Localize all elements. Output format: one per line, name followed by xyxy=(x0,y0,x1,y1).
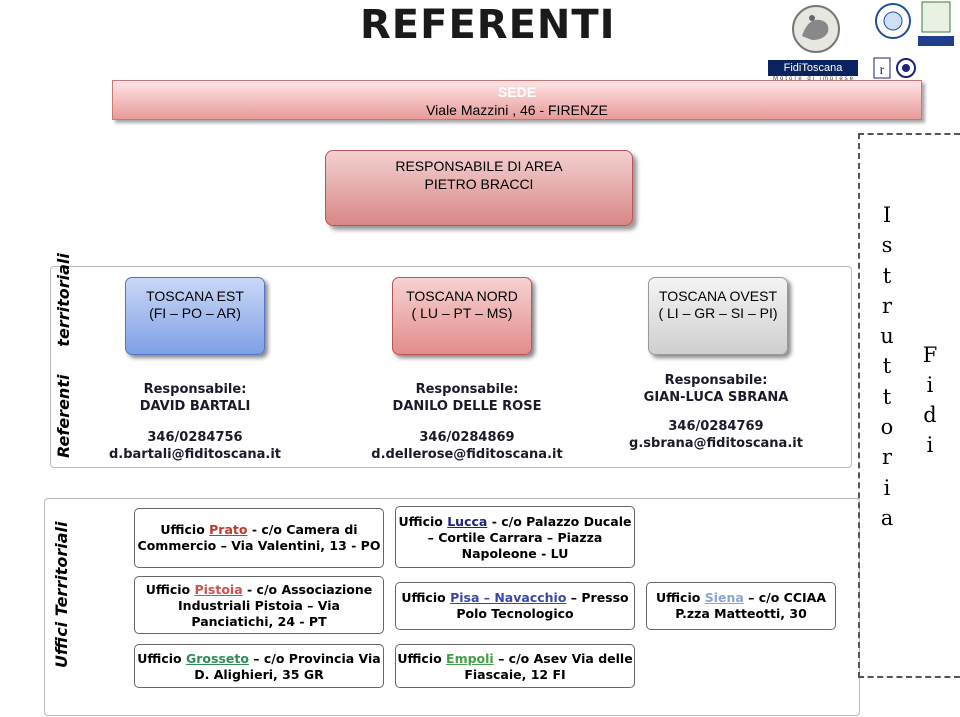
istruttoria-letter: r xyxy=(881,445,893,470)
resp-email[interactable]: g.sbrana@fiditoscana.it xyxy=(629,436,803,451)
sincert-logo-icon xyxy=(918,1,954,46)
sede-label: SEDE xyxy=(497,84,537,100)
region-toscana-ovest: TOSCANA OVEST ( LI – GR – SI – PI) xyxy=(648,277,788,355)
istruttoria-letter: u xyxy=(880,324,894,349)
office-prato: Ufficio Prato - c/o Camera di Commercio … xyxy=(134,508,384,568)
referenti-territoriali-label: Referenti territoriali xyxy=(54,253,73,458)
office-address: - c/o Camera di Commercio – Via Valentin… xyxy=(137,522,381,553)
office-city-link[interactable]: Grosseto xyxy=(186,651,249,666)
istruttoria-letter: o xyxy=(880,415,894,440)
region-provinces: (FI – PO – AR) xyxy=(149,305,241,321)
resp-label: Responsabile: xyxy=(664,373,768,388)
office-address: - c/o Associazione Industriali Pistoia –… xyxy=(178,582,373,629)
office-prefix: Ufficio xyxy=(655,590,705,605)
office-pisa: Ufficio Pisa – Navacchio – Presso Polo T… xyxy=(395,582,635,630)
office-prefix: Ufficio xyxy=(137,651,186,666)
referenti-group xyxy=(50,266,852,468)
region-provinces: ( LU – PT – MS) xyxy=(411,305,513,321)
istruttoria-letter: t xyxy=(882,263,892,288)
office-prefix: Ufficio xyxy=(398,514,448,529)
area-manager-box: RESPONSABILE DI AREA PIETRO BRACCI xyxy=(325,150,633,226)
office-prefix: Ufficio xyxy=(160,522,210,537)
fidi-letter: i xyxy=(926,373,934,397)
resp-label: Responsabile: xyxy=(415,382,519,397)
office-city-link[interactable]: Siena xyxy=(704,590,744,605)
resp-email[interactable]: d.bartali@fiditoscana.it xyxy=(108,447,282,462)
region-name: TOSCANA OVEST xyxy=(659,288,777,304)
resp-label: Responsabile: xyxy=(143,382,247,397)
responsabile-ovest: Responsabile: GIAN-LUCA SBRANA 346/02847… xyxy=(616,372,816,452)
fidi-letter: d xyxy=(923,403,937,427)
office-pistoia: Ufficio Pistoia - c/o Associazione Indus… xyxy=(134,576,384,634)
istruttoria-letter: r xyxy=(881,293,893,318)
uffici-territoriali-label: Uffici Territoriali xyxy=(52,521,71,668)
office-city-link[interactable]: Pistoia xyxy=(194,582,243,597)
coin-logo-icon xyxy=(792,5,840,53)
istruttoria-letter: I xyxy=(882,203,892,227)
svg-text:r: r xyxy=(880,63,885,78)
office-address: – Presso Polo Tecnologico xyxy=(456,590,629,621)
region-toscana-nord: TOSCANA NORD ( LU – PT – MS) xyxy=(392,277,532,355)
resp-phone: 346/0284769 xyxy=(668,419,764,434)
region-toscana-est: TOSCANA EST (FI – PO – AR) xyxy=(125,277,265,355)
responsabile-nord: Responsabile: DANILO DELLE ROSE 346/0284… xyxy=(362,381,572,463)
responsabile-est: Responsabile: DAVID BARTALI 346/0284756 … xyxy=(95,381,295,463)
partner-logos-icon: r xyxy=(873,57,916,79)
fidi-label: F i d i xyxy=(918,340,942,460)
resp-name: DANILO DELLE ROSE xyxy=(392,399,542,414)
fiditoscana-logo: FidiToscana xyxy=(768,60,858,76)
office-lucca: Ufficio Lucca - c/o Palazzo Ducale – Cor… xyxy=(395,506,635,568)
sede-address: Viale Mazzini , 46 - FIRENZE xyxy=(426,102,608,118)
resp-name: GIAN-LUCA SBRANA xyxy=(643,390,789,405)
region-provinces: ( LI – GR – SI – PI) xyxy=(658,305,778,321)
logo-tagline: Motore di imprese xyxy=(772,76,856,82)
office-address: – c/o CCIAA P.zza Matteotti, 30 xyxy=(675,590,827,621)
resp-phone: 346/0284756 xyxy=(147,430,243,445)
office-city-link[interactable]: Lucca xyxy=(447,514,488,529)
istruttoria-letter: t xyxy=(882,354,892,379)
office-city-link[interactable]: Pisa – Navacchio xyxy=(450,590,567,605)
office-address: – c/o Asev Via delle Fiascaie, 12 FI xyxy=(464,651,633,682)
office-address: - c/o Palazzo Ducale – Cortile Carrara –… xyxy=(427,514,632,561)
office-grosseto: Ufficio Grosseto – c/o Provincia Via D. … xyxy=(134,644,384,688)
fidi-letter: F xyxy=(922,343,938,367)
office-city-link[interactable]: Prato xyxy=(209,522,248,537)
istruttoria-letter: i xyxy=(883,475,891,500)
area-manager-role: RESPONSABILE DI AREA xyxy=(395,158,563,174)
page-title: REFERENTI xyxy=(360,2,616,48)
fidi-letter: i xyxy=(926,433,934,457)
istruttoria-letter: a xyxy=(880,505,894,530)
sede-banner: SEDE Viale Mazzini , 46 - FIRENZE xyxy=(112,80,922,120)
resp-name: DAVID BARTALI xyxy=(139,399,251,414)
resp-phone: 346/0284869 xyxy=(419,430,515,445)
certification-seal-icon xyxy=(875,3,911,39)
office-prefix: Ufficio xyxy=(145,582,195,597)
office-prefix: Ufficio xyxy=(397,651,447,666)
area-manager-name: PIETRO BRACCI xyxy=(424,176,534,192)
office-empoli: Ufficio Empoli – c/o Asev Via delle Fias… xyxy=(395,644,635,688)
region-name: TOSCANA NORD xyxy=(406,288,518,304)
istruttoria-letter: s xyxy=(881,233,893,258)
office-address: – c/o Provincia Via D. Alighieri, 35 GR xyxy=(194,651,381,682)
istruttoria-panel xyxy=(858,133,960,678)
region-name: TOSCANA EST xyxy=(146,288,244,304)
istruttoria-letter: t xyxy=(882,384,892,409)
office-siena: Ufficio Siena – c/o CCIAA P.zza Matteott… xyxy=(646,582,836,630)
istruttoria-label: I s t r u t t o r i a xyxy=(874,200,900,533)
office-city-link[interactable]: Empoli xyxy=(446,651,494,666)
office-prefix: Ufficio xyxy=(401,590,451,605)
resp-email[interactable]: d.dellerose@fiditoscana.it xyxy=(371,447,563,462)
